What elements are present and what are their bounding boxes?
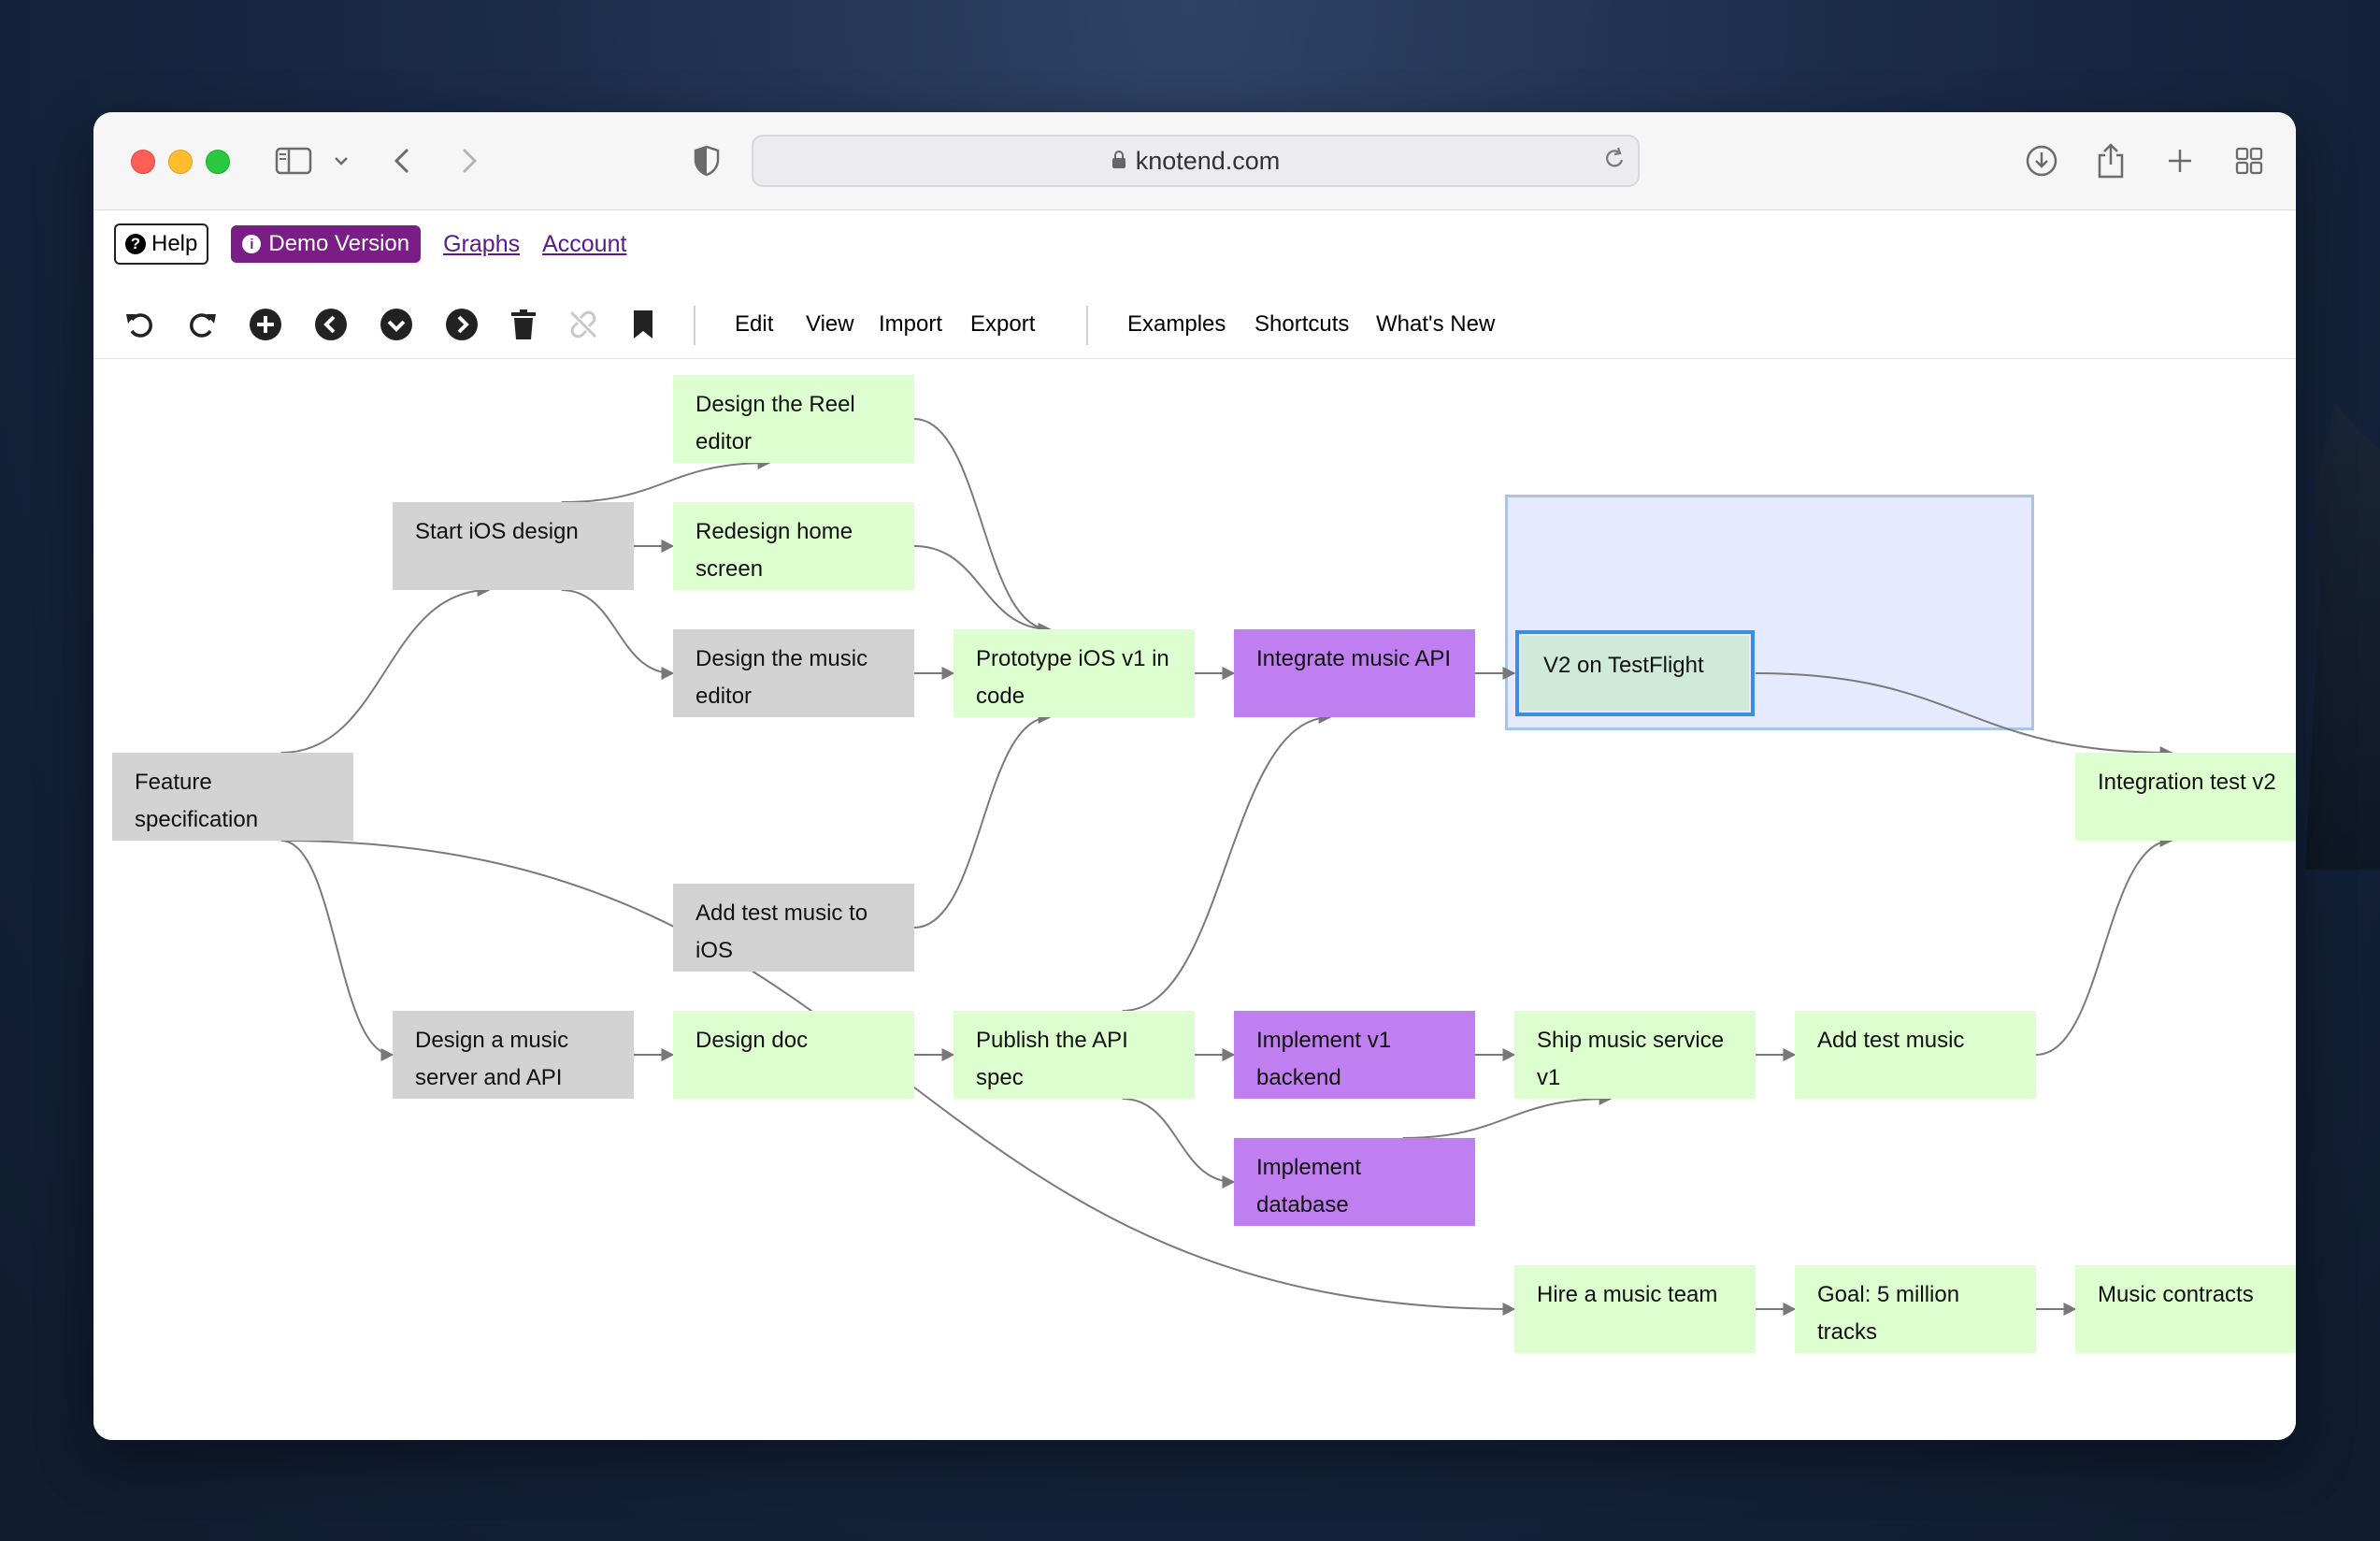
graph-node-ship[interactable]: Ship music service v1 — [1514, 1011, 1756, 1099]
back-icon[interactable] — [383, 138, 421, 183]
app-toolbar: Edit View Import Export Examples Shortcu… — [93, 293, 2296, 359]
graph-node-prototype[interactable]: Prototype iOS v1 in code — [953, 629, 1195, 717]
new-tab-icon[interactable] — [2158, 138, 2202, 183]
edge-database-to-ship — [1402, 1092, 1613, 1139]
graph-node-hire[interactable]: Hire a music team — [1514, 1265, 1756, 1353]
graph-node-database[interactable]: Implement database — [1234, 1138, 1475, 1226]
graph-node-v2[interactable]: V2 on TestFlight — [1515, 630, 1755, 716]
menu-shortcuts[interactable]: Shortcuts — [1255, 311, 1350, 337]
edge-add_test-to-integration — [2035, 834, 2173, 1056]
chevron-left-icon[interactable] — [312, 306, 350, 343]
demo-version-badge[interactable]: i Demo Version — [231, 225, 422, 263]
toolbar-divider — [1086, 306, 1088, 345]
chevron-down-circle-icon[interactable] — [378, 306, 415, 343]
chevron-down-icon[interactable] — [327, 138, 355, 183]
demo-label: Demo Version — [268, 231, 410, 256]
share-icon[interactable] — [2088, 138, 2133, 183]
menu-view[interactable]: View — [806, 311, 854, 337]
edge-home-to-prototype — [913, 545, 1052, 636]
toolbar-divider — [694, 306, 695, 345]
graph-node-goal[interactable]: Goal: 5 million tracks — [1795, 1265, 2036, 1353]
graph-node-publish[interactable]: Publish the API spec — [953, 1011, 1195, 1099]
browser-titlebar: knotend.com — [93, 112, 2296, 210]
edge-publish-to-database — [1122, 1098, 1236, 1188]
graph-node-contracts[interactable]: Music contracts — [2075, 1265, 2296, 1353]
tab-overview-icon[interactable] — [2227, 138, 2272, 183]
close-window-button[interactable] — [131, 150, 155, 174]
edge-reel-to-prototype — [913, 418, 1052, 636]
graph-node-test-music-ios[interactable]: Add test music to iOS — [673, 884, 914, 972]
graph-node-backend[interactable]: Implement v1 backend — [1234, 1011, 1475, 1099]
graph-node-server[interactable]: Design a music server and API — [393, 1011, 634, 1099]
app-topbar: ? Help i Demo Version Graphs Account — [114, 223, 626, 265]
add-node-icon[interactable] — [247, 306, 284, 343]
privacy-shield-icon[interactable] — [686, 138, 727, 183]
edge-feature-to-server — [280, 840, 394, 1061]
address-bar[interactable]: knotend.com — [752, 135, 1640, 187]
menu-export[interactable]: Export — [970, 311, 1036, 337]
forward-icon[interactable] — [451, 138, 488, 183]
download-icon[interactable] — [2019, 138, 2064, 183]
question-icon: ? — [125, 234, 146, 254]
menu-whats-new[interactable]: What's New — [1376, 311, 1496, 337]
graph-node-feature[interactable]: Feature specification — [112, 753, 353, 841]
menu-import[interactable]: Import — [879, 311, 943, 337]
bookmark-icon[interactable] — [624, 306, 662, 343]
graphs-link[interactable]: Graphs — [443, 230, 521, 257]
menu-examples[interactable]: Examples — [1127, 311, 1226, 337]
graph-node-add-test[interactable]: Add test music — [1795, 1011, 2036, 1099]
graph-node-music-editor[interactable]: Design the music editor — [673, 629, 914, 717]
chevron-right-icon[interactable] — [443, 306, 480, 343]
zoom-window-button[interactable] — [206, 150, 230, 174]
sidebar-toggle-icon[interactable] — [271, 138, 316, 183]
trash-icon[interactable] — [505, 306, 542, 343]
help-label: Help — [151, 231, 198, 256]
lock-icon — [1111, 147, 1126, 176]
help-button[interactable]: ? Help — [114, 223, 209, 265]
browser-window: knotend.com ? Help i Demo Version — [93, 112, 2296, 1440]
minimize-window-button[interactable] — [168, 150, 193, 174]
graph-node-home[interactable]: Redesign home screen — [673, 502, 914, 590]
graph-node-doc[interactable]: Design doc — [673, 1011, 914, 1099]
unlink-icon[interactable] — [565, 306, 602, 343]
edge-v2-to-integration — [1755, 672, 2173, 759]
graph-node-integrate[interactable]: Integrate music API — [1234, 629, 1475, 717]
graph-node-ios-design[interactable]: Start iOS design — [393, 502, 634, 590]
page-content: ? Help i Demo Version Graphs Account — [93, 210, 2296, 1440]
desktop-wallpaper-rock — [2305, 402, 2380, 870]
info-icon: i — [242, 235, 262, 253]
edge-ios_design-to-music_editor — [561, 589, 675, 680]
url-text: knotend.com — [1135, 146, 1281, 175]
edge-ios_design-to-reel — [561, 456, 771, 503]
edge-feature-to-ios_design — [280, 583, 491, 754]
graph-node-reel[interactable]: Design the Reel editor — [673, 375, 914, 463]
undo-icon[interactable] — [122, 306, 159, 343]
redo-icon[interactable] — [183, 306, 221, 343]
edge-test_music_ios-to-prototype — [913, 711, 1052, 929]
account-link[interactable]: Account — [542, 230, 627, 257]
reload-icon[interactable] — [1602, 146, 1627, 179]
graph-node-integration[interactable]: Integration test v2 — [2075, 753, 2296, 841]
edge-publish-to-integrate — [1122, 711, 1332, 1012]
menu-edit[interactable]: Edit — [735, 311, 774, 337]
